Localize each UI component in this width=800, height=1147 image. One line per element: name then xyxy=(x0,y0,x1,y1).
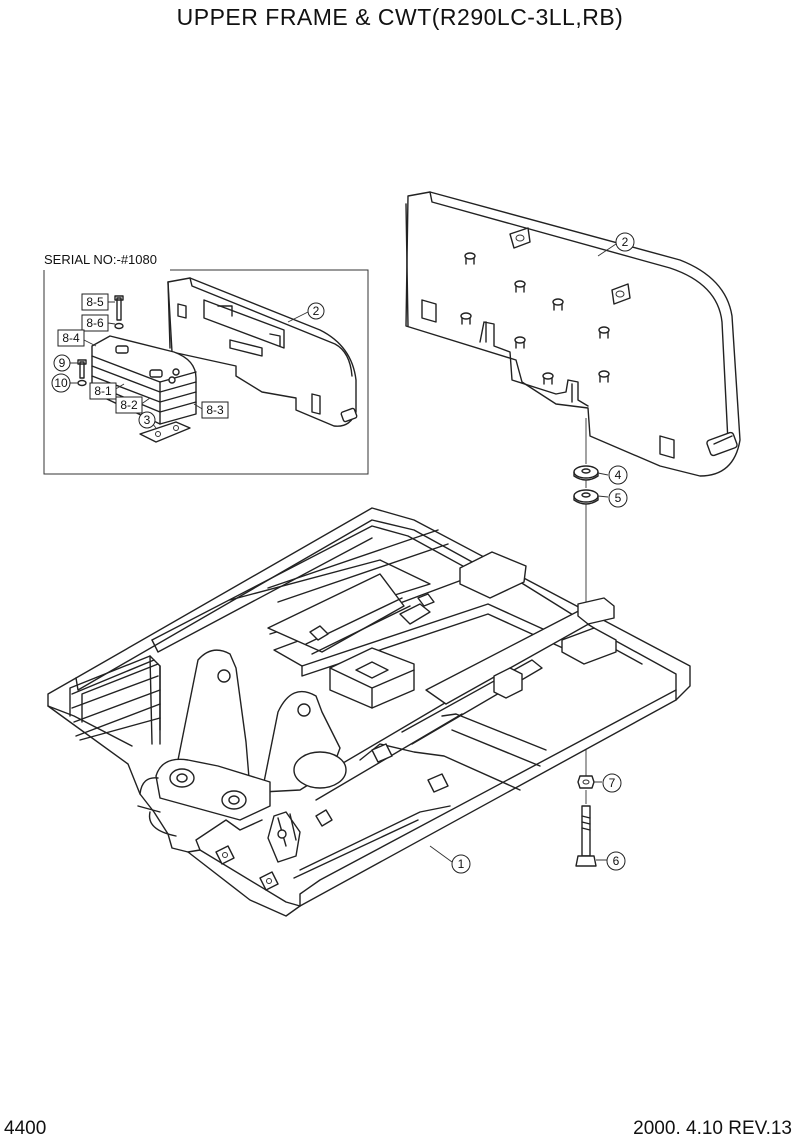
callout-8-2: 8-2 xyxy=(115,396,143,414)
svg-text:9: 9 xyxy=(59,356,66,370)
nut-and-bolt xyxy=(575,775,597,867)
callout-5: 5 xyxy=(608,488,628,508)
callout-2: 2 xyxy=(615,232,635,252)
callout-4: 4 xyxy=(608,465,628,485)
upper-frame xyxy=(47,507,691,917)
svg-text:1: 1 xyxy=(458,857,465,871)
inset-bolt xyxy=(114,295,124,321)
serial-number-label: SERIAL NO:-#1080 xyxy=(44,252,157,267)
inset-plate xyxy=(139,421,191,443)
svg-text:8-4: 8-4 xyxy=(62,331,80,345)
svg-text:8-2: 8-2 xyxy=(120,398,138,412)
callout-1: 1 xyxy=(451,854,471,874)
svg-text:2: 2 xyxy=(313,304,320,318)
svg-text:3: 3 xyxy=(144,413,151,427)
callout-8-1: 8-1 xyxy=(89,382,117,400)
svg-text:2: 2 xyxy=(622,235,629,249)
callout-8-4: 8-4 xyxy=(57,329,85,347)
svg-text:8-1: 8-1 xyxy=(94,384,112,398)
svg-text:8-5: 8-5 xyxy=(86,295,104,309)
boom-mount xyxy=(137,649,347,837)
svg-text:7: 7 xyxy=(609,776,616,790)
callout-6: 6 xyxy=(606,851,626,871)
page-number: 4400 xyxy=(4,1118,47,1139)
revision-date: 2000. 4.10 REV.13 xyxy=(633,1118,792,1139)
svg-text:10: 10 xyxy=(54,376,68,390)
callout-7: 7 xyxy=(602,773,622,793)
svg-text:8-6: 8-6 xyxy=(86,316,104,330)
counterweight xyxy=(405,191,741,477)
svg-text:5: 5 xyxy=(615,491,622,505)
callout-10: 10 xyxy=(51,373,71,393)
callout-8-5: 8-5 xyxy=(81,293,109,311)
callout-9: 9 xyxy=(53,354,71,372)
svg-text:4: 4 xyxy=(615,468,622,482)
callout-8-3: 8-3 xyxy=(201,401,229,419)
counterweight-pins xyxy=(460,252,610,385)
page-title: UPPER FRAME & CWT(R290LC-3LL,RB) xyxy=(176,4,624,30)
callout-8-6: 8-6 xyxy=(81,314,109,332)
callout-3: 3 xyxy=(138,411,156,429)
svg-text:6: 6 xyxy=(613,854,620,868)
inset-counterweight xyxy=(167,277,358,427)
svg-text:8-3: 8-3 xyxy=(206,403,224,417)
callout-inset-2: 2 xyxy=(307,302,325,320)
handrail-guard xyxy=(69,655,161,745)
